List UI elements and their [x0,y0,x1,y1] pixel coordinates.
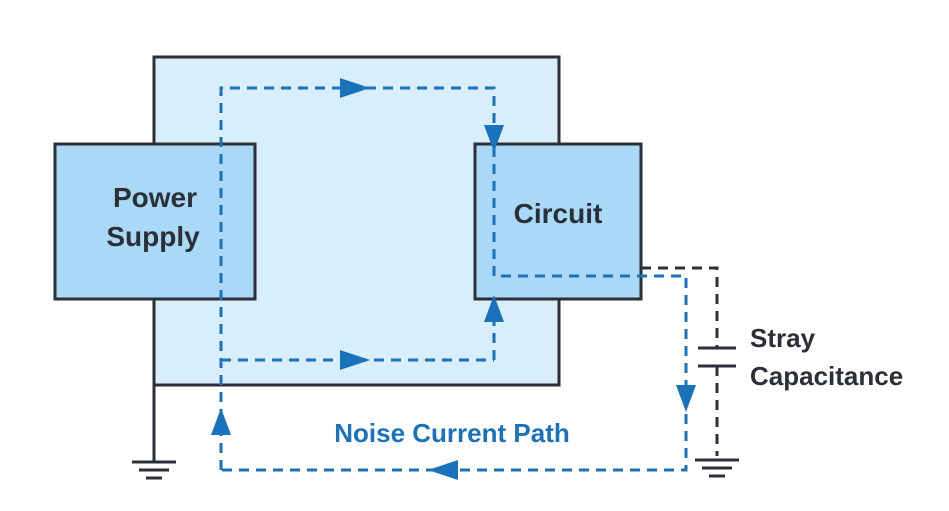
arrow-up-circuit [484,295,504,322]
capacitor-icon [698,346,736,368]
stray-capacitance-wire [641,266,719,456]
stray-capacitance-label-line2: Capacitance [750,361,903,391]
arrow-right-bottom [340,350,370,370]
path-arrows [211,78,696,480]
arrow-left-bottom [428,460,458,480]
ground-icon-right [695,458,739,478]
circuit-label: Circuit [514,198,603,229]
arrow-right-top [340,78,370,98]
power-supply-label-line1: Power [113,182,197,213]
ground-icon-left [132,460,176,480]
stray-capacitance-label-line1: Stray [750,323,816,353]
arrow-down-circuit [484,125,504,152]
arrow-down-right [676,385,696,412]
circuit-block [473,142,643,301]
power-supply-label-line2: Supply [106,221,200,252]
arrow-up-left [211,408,231,435]
noise-current-path-label: Noise Current Path [334,418,570,448]
